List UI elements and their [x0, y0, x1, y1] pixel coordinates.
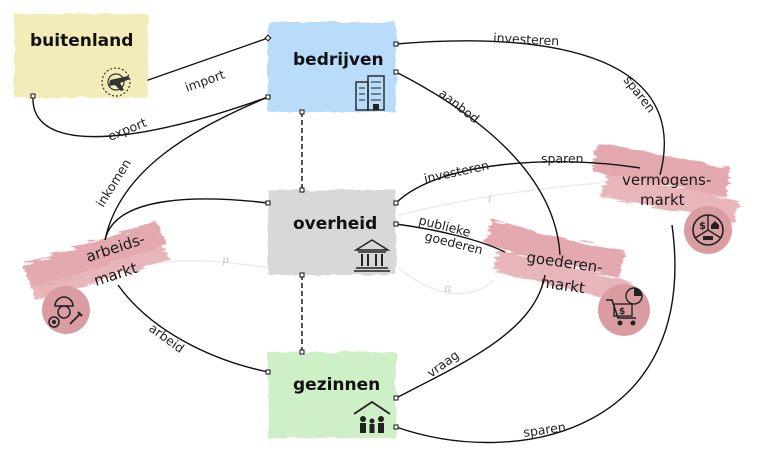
- node-gezinnen-label: gezinnen: [293, 375, 380, 395]
- edge-sparen-bottom: [395, 224, 676, 444]
- node-bedrijven-label: bedrijven: [293, 50, 384, 70]
- svg-text:$: $: [619, 307, 625, 317]
- edge-publieke-goederen: [395, 223, 506, 253]
- node-bedrijven: bedrijven: [268, 22, 396, 112]
- edge-inkomen-overheid: [104, 198, 269, 241]
- family-house-icon: [353, 400, 391, 433]
- ports: [30, 34, 399, 430]
- edge-label-sparen-bottom: sparen: [522, 419, 566, 440]
- globe-plane-icon: [101, 67, 131, 97]
- edge-label-aanbod: aanbod: [436, 86, 482, 127]
- node-overheid-label: overheid: [293, 214, 377, 234]
- faint-symbol-mu: μ: [222, 253, 229, 266]
- shopping-cart-chart-icon: $: [598, 284, 650, 336]
- edge-arbeid: [117, 284, 269, 373]
- edge-investeren-top: [395, 40, 666, 176]
- vermogensmarkt-label-1: vermogens-: [622, 171, 711, 189]
- edge-label-arbeid: arbeid: [146, 320, 187, 356]
- edge-label-export: export: [106, 115, 149, 144]
- edge-investeren-mid: [395, 161, 641, 204]
- edge-import: [133, 37, 269, 86]
- node-buitenland: buitenland: [14, 14, 148, 98]
- faint-symbol-pi: π: [443, 282, 452, 295]
- worker-gear-icon: [42, 286, 90, 334]
- edge-label-import: import: [183, 67, 227, 95]
- edge-vraag: [395, 274, 546, 399]
- edge-export: [32, 95, 269, 138]
- node-overheid: overheid: [268, 190, 396, 275]
- edges: [32, 37, 676, 444]
- svg-text:$: $: [699, 221, 706, 232]
- office-building-icon: [355, 75, 385, 111]
- money-house-car-icon: $: [684, 206, 732, 254]
- arbeidsmarkt-brush: [22, 221, 170, 301]
- goederenmarkt-brush: [485, 220, 632, 304]
- edge-label-sparen-mid: sparen: [541, 151, 584, 166]
- edge-label-vraag: vraag: [424, 347, 462, 380]
- node-gezinnen: gezinnen: [268, 352, 396, 438]
- edge-label-investeren-mid: investeren: [423, 158, 491, 186]
- edge-inkomen-bedrijven: [104, 96, 269, 241]
- edge-aanbod: [395, 71, 561, 256]
- edge-label-inkomen: inkomen: [93, 156, 134, 209]
- edge-label-sparen-top: sparen: [621, 73, 659, 116]
- edge-label-investeren-top: investeren: [493, 30, 560, 48]
- vermogensmarkt-label-2: markt: [640, 191, 685, 209]
- node-buitenland-label: buitenland: [30, 31, 133, 51]
- faint-symbol-i: i: [488, 193, 492, 206]
- government-building-icon: [353, 239, 391, 272]
